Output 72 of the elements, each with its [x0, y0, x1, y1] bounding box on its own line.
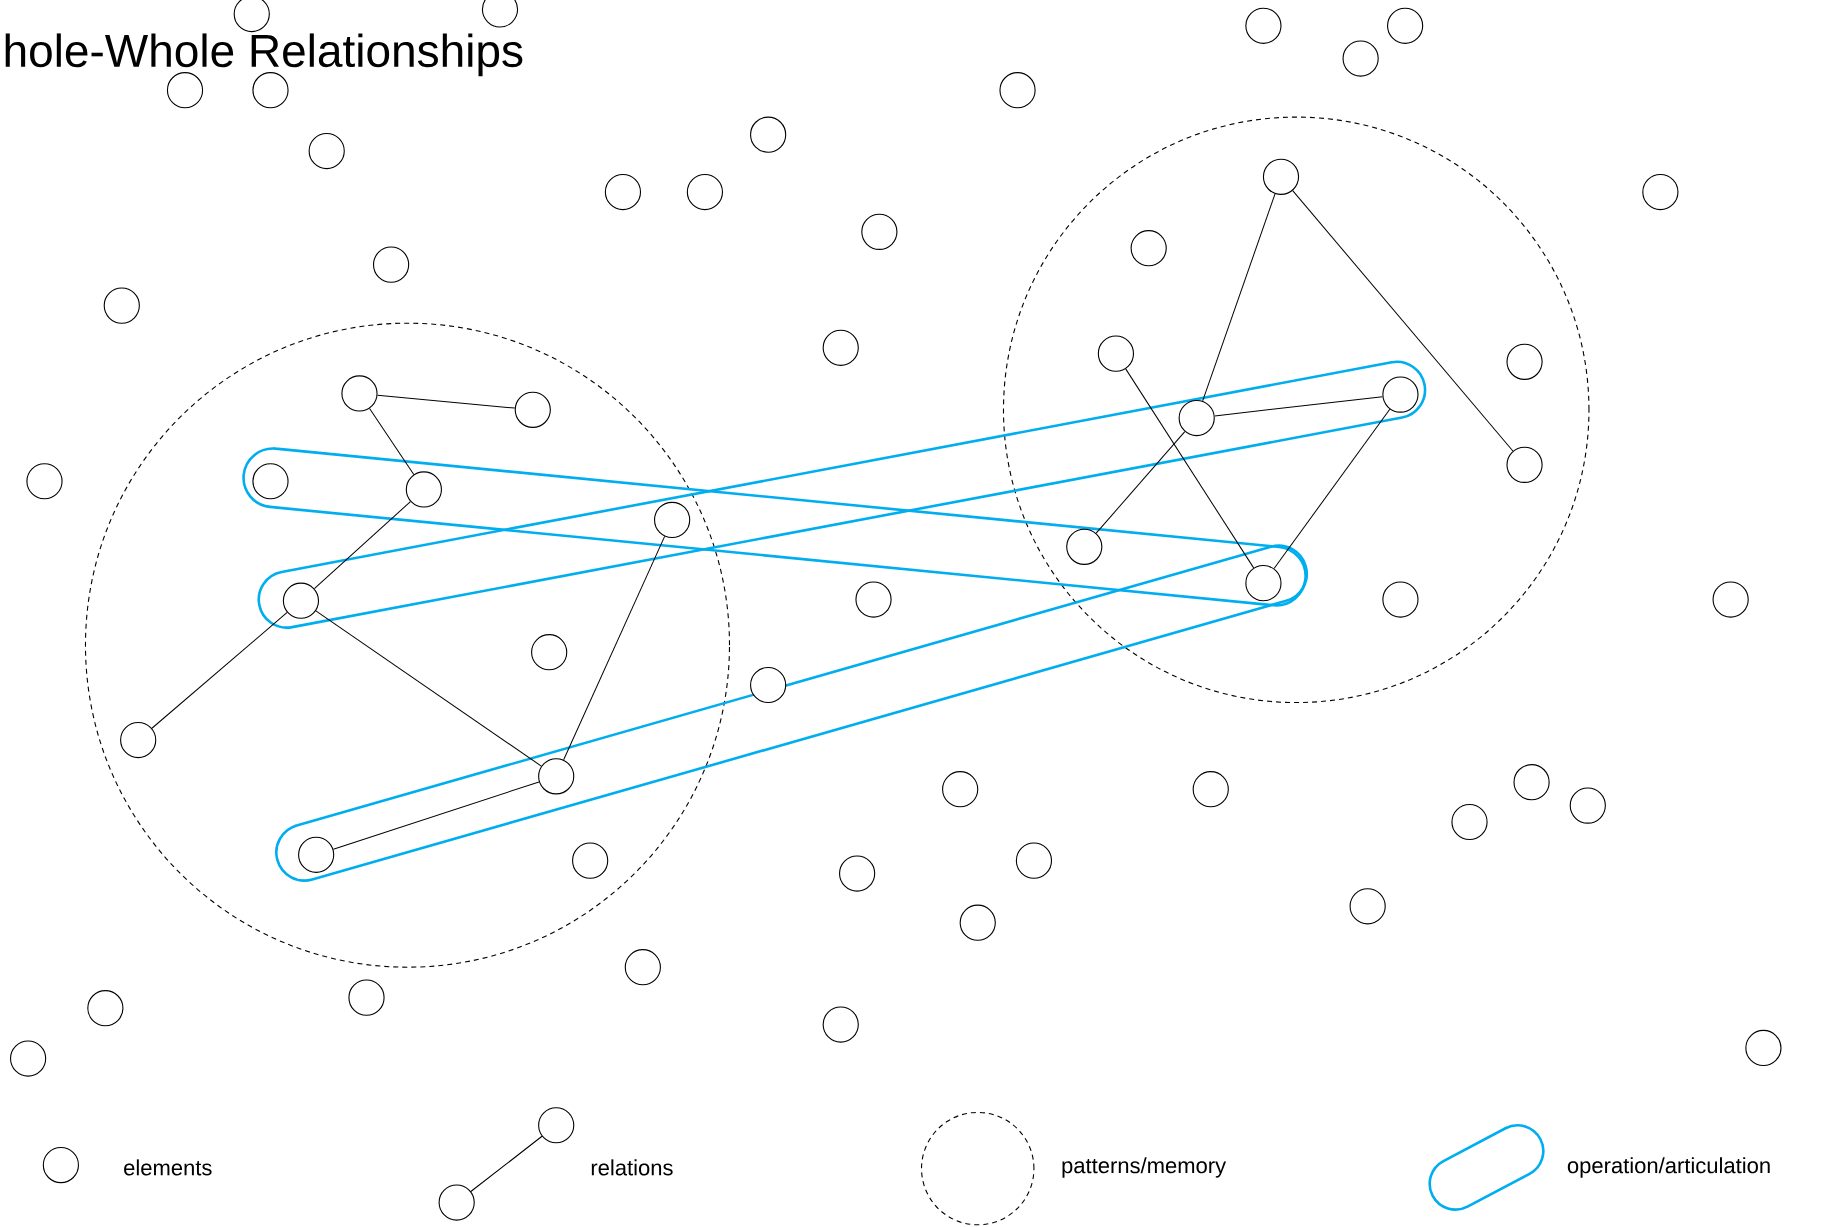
element-circle [120, 721, 157, 759]
element-circle [341, 375, 378, 412]
element-circle [654, 501, 691, 538]
relation-line [1202, 193, 1276, 402]
element-circle [1387, 7, 1424, 44]
element-circle [1569, 787, 1606, 824]
element-circle [1130, 230, 1167, 267]
element-circle [1262, 158, 1300, 195]
element-circle [942, 771, 979, 808]
element-circle [1382, 581, 1419, 618]
element-circle [1382, 376, 1419, 413]
relation-line [563, 535, 666, 761]
element-circle [308, 132, 345, 170]
element-circle [1192, 771, 1229, 808]
element-circle [531, 634, 568, 671]
element-circle [282, 582, 320, 619]
element-circle [1178, 399, 1215, 437]
element-circle [1066, 528, 1103, 565]
element-circle [103, 287, 140, 324]
element-circle [1451, 803, 1488, 841]
element-circle [1245, 565, 1282, 602]
element-circle [1745, 1029, 1782, 1067]
element-circle [1342, 40, 1379, 77]
element-circle [10, 1040, 47, 1077]
relation-line [315, 610, 542, 767]
element-circle [1506, 343, 1543, 380]
element-circle [87, 990, 124, 1027]
element-circle [538, 758, 575, 795]
legend-label: relations [591, 1159, 673, 1176]
title: hole-Whole Relationships [5, 33, 523, 77]
element-circle [166, 72, 204, 109]
element-circle [959, 904, 996, 941]
legend-label: operation/articulation [1567, 1157, 1770, 1178]
element-circle [855, 581, 892, 618]
relation-line [1214, 396, 1383, 417]
element-circle [372, 246, 410, 283]
relation-line [1095, 431, 1186, 534]
element-circle [348, 979, 385, 1016]
element-circle [1015, 842, 1053, 879]
relation-line [151, 611, 288, 729]
element-circle [686, 173, 723, 211]
relation-line [1273, 408, 1391, 569]
relation-line [1125, 368, 1255, 569]
element-circle [1245, 7, 1282, 44]
element-circle [298, 836, 335, 873]
element-circle [604, 173, 642, 211]
element-circle [26, 463, 63, 500]
element-circle [1712, 581, 1749, 618]
relation-line [1292, 190, 1514, 452]
element-circle [839, 855, 876, 892]
element-circle [1513, 764, 1550, 801]
element-circle [572, 842, 609, 879]
element-circle [405, 471, 442, 508]
element-circle [624, 949, 661, 986]
relation-line [377, 394, 516, 409]
relation-line [332, 781, 540, 850]
element-circle [750, 666, 787, 704]
legend-label: elements [124, 1159, 212, 1176]
element-circle [822, 1006, 859, 1043]
element-circle [252, 463, 289, 500]
element-circle [1642, 173, 1679, 211]
element-circle [1506, 446, 1543, 483]
element-circle [822, 329, 859, 366]
element-circle [750, 116, 787, 153]
relation-line [369, 408, 415, 475]
legend-label: patterns/memory [1062, 1157, 1227, 1178]
element-circle [861, 213, 898, 250]
element-circle [999, 72, 1036, 109]
relation-line [313, 501, 411, 590]
element-circle [514, 391, 551, 428]
element-circle [1097, 335, 1134, 372]
element-circle [1349, 888, 1386, 925]
